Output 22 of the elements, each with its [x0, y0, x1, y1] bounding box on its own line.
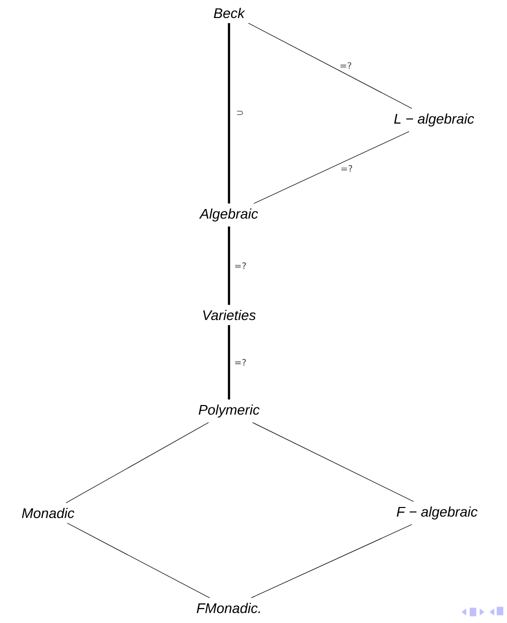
- connector-line: [228, 325, 230, 400]
- connector-line: [67, 522, 210, 598]
- node-label: Monadic: [22, 508, 74, 518]
- node-label: L − algebraic: [394, 113, 474, 127]
- connector-line: [252, 422, 414, 502]
- edge-label: =?: [235, 262, 246, 270]
- node-label: Beck: [214, 8, 246, 18]
- connector-line: [248, 22, 412, 109]
- connector-line: [254, 131, 410, 204]
- connector-line: [228, 226, 230, 305]
- connector-line: [66, 422, 209, 504]
- edge-label: =?: [340, 62, 352, 69]
- node-label: Polymeric: [198, 404, 260, 418]
- node-label: Varieties: [203, 310, 256, 320]
- connector-line: [250, 524, 412, 598]
- edge-label: =?: [235, 358, 246, 366]
- connector-line: [228, 23, 230, 204]
- edge-label: =?: [341, 165, 352, 172]
- node-label: FMonadic.: [196, 602, 260, 614]
- edge-label: ⊃: [237, 110, 243, 116]
- node-label: F − algebraic: [396, 506, 478, 520]
- node-label: Algebraic: [199, 208, 258, 222]
